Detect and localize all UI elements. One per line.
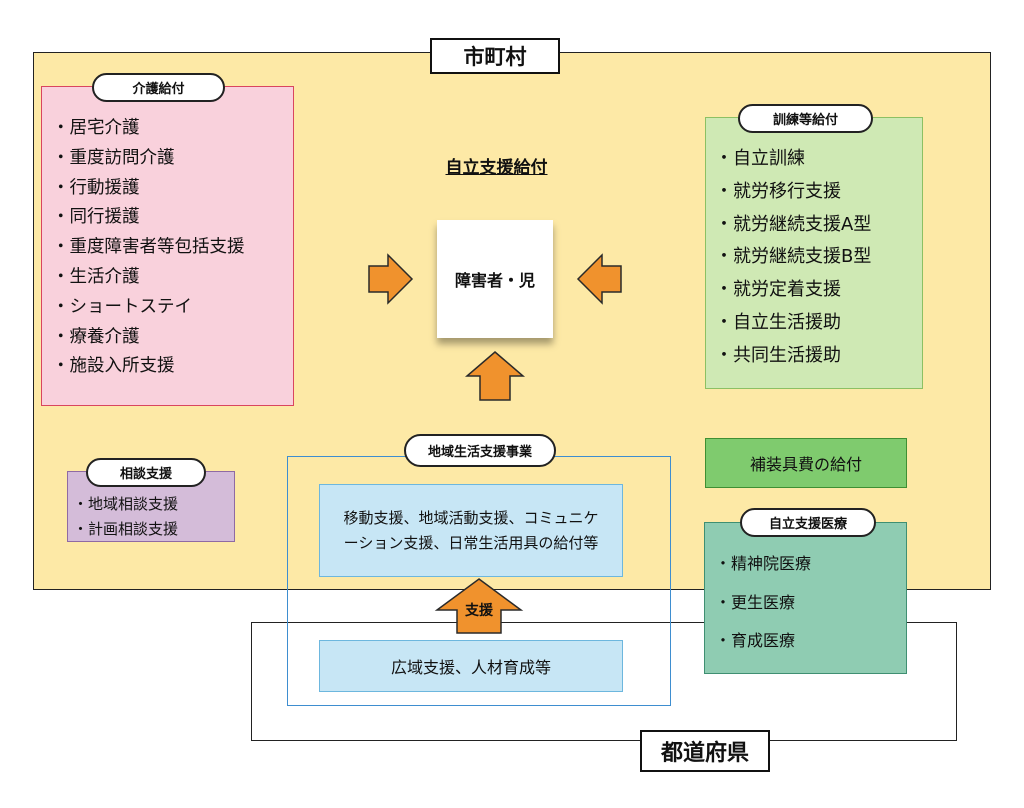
list-item: ・地域相談支援 bbox=[73, 495, 179, 513]
list-item: ・重度訪問介護 bbox=[52, 147, 175, 168]
consultation-support-title: 相談支援 bbox=[86, 458, 206, 487]
list-item: ・計画相談支援 bbox=[73, 520, 179, 538]
medical-support-title: 自立支援医療 bbox=[740, 508, 876, 537]
independence-support-label: 自立支援給付 bbox=[445, 158, 548, 178]
arrow-left-icon bbox=[576, 253, 622, 305]
kunren-benefit-title: 訓練等給付 bbox=[738, 104, 873, 133]
list-item: ・自立生活援助 bbox=[715, 311, 841, 333]
consultation-support-list: ・地域相談支援 ・計画相談支援 bbox=[73, 492, 178, 542]
kaigo-benefit-title: 介護給付 bbox=[92, 73, 225, 102]
list-item: ・施設入所支援 bbox=[52, 356, 175, 377]
community-services-line: 移動支援、地域活動支援、コミュニケ bbox=[343, 508, 599, 527]
prefecture-region bbox=[251, 622, 957, 741]
list-item: ・療養介護 bbox=[52, 326, 140, 347]
medical-support-list: ・精神院医療 ・更生医療 ・育成医療 bbox=[715, 545, 811, 661]
list-item: ・同行援護 bbox=[52, 207, 140, 228]
kunren-benefit-list: ・自立訓練 ・就労移行支援 ・就労継続支援A型 ・就労継続支援B型 ・就労定着支… bbox=[715, 143, 871, 373]
arrow-up-icon bbox=[464, 351, 526, 401]
list-item: ・行動援護 bbox=[52, 177, 140, 198]
arrow-right-icon bbox=[368, 253, 414, 305]
prefecture-title: 都道府県 bbox=[640, 730, 770, 772]
person-card: 障害者・児 bbox=[437, 220, 553, 338]
list-item: ・ショートステイ bbox=[52, 296, 192, 317]
list-item: ・就労移行支援 bbox=[715, 180, 841, 202]
assistive-device-box: 補装具費の給付 bbox=[705, 438, 907, 488]
kaigo-benefit-box bbox=[41, 86, 294, 406]
kaigo-benefit-list: ・居宅介護 ・重度訪問介護 ・行動援護 ・同行援護 ・重度障害者等包括支援 ・生… bbox=[52, 114, 245, 382]
list-item: ・就労継続支援A型 bbox=[715, 213, 872, 235]
community-services-line: ーション支援、日常生活用具の給付等 bbox=[343, 533, 599, 552]
list-item: ・居宅介護 bbox=[52, 118, 140, 138]
prefecture-support-item: 広域支援、人材育成等 bbox=[319, 640, 623, 692]
community-support-services: 移動支援、地域活動支援、コミュニケ ーション支援、日常生活用具の給付等 bbox=[319, 484, 623, 577]
list-item: ・就労定着支援 bbox=[715, 279, 841, 301]
list-item: ・更生医療 bbox=[715, 592, 796, 612]
community-support-title: 地域生活支援事業 bbox=[404, 434, 556, 467]
municipality-title: 市町村 bbox=[430, 38, 560, 74]
list-item: ・精神院医療 bbox=[715, 554, 812, 573]
support-arrow-label: 支援 bbox=[465, 603, 493, 619]
list-item: ・就労継続支援B型 bbox=[715, 246, 872, 268]
support-arrow-up-icon bbox=[434, 578, 524, 634]
kunren-benefit-box bbox=[705, 117, 923, 389]
list-item: ・生活介護 bbox=[52, 266, 140, 287]
list-item: ・自立訓練 bbox=[715, 148, 805, 169]
list-item: ・育成医療 bbox=[715, 631, 796, 650]
list-item: ・重度障害者等包括支援 bbox=[52, 237, 245, 258]
list-item: ・共同生活援助 bbox=[715, 344, 841, 366]
